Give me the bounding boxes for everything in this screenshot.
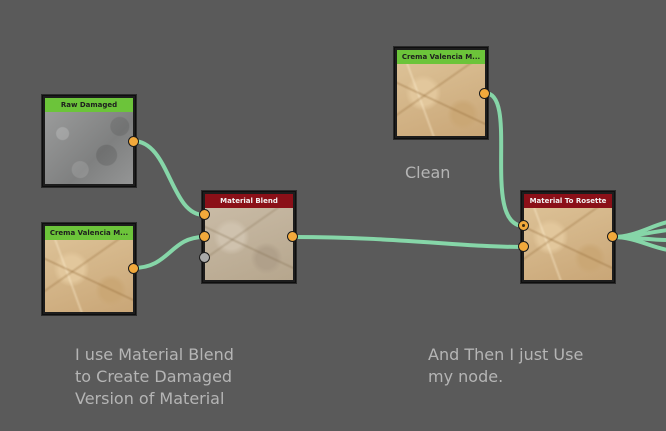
- node-preview-image: [524, 208, 612, 280]
- wire-crema-to-blend[interactable]: [131, 235, 206, 270]
- node-title: Material Blend: [205, 194, 293, 208]
- node-preview-image: [45, 112, 133, 184]
- node-material-to-rosette[interactable]: Material To Rosette: [521, 191, 615, 283]
- note-line: Version of Material: [75, 389, 225, 408]
- node-crema-valencia-top[interactable]: Crema Valencia M...: [394, 47, 488, 139]
- input-port-3[interactable]: [199, 252, 210, 263]
- output-port[interactable]: [128, 136, 139, 147]
- node-title: Raw Damaged: [45, 98, 133, 112]
- node-preview-image: [397, 64, 485, 136]
- wire-rosette-output[interactable]: [611, 235, 666, 252]
- node-preview-image: [45, 240, 133, 312]
- input-port-2[interactable]: [199, 231, 210, 242]
- node-title: Crema Valencia M...: [45, 226, 133, 240]
- note-line: I use Material Blend: [75, 345, 234, 364]
- output-port[interactable]: [287, 231, 298, 242]
- note-clean: Clean: [405, 163, 451, 182]
- node-preview-image: [205, 208, 293, 280]
- output-port[interactable]: [607, 231, 618, 242]
- input-port-1[interactable]: [518, 220, 529, 231]
- node-title: Crema Valencia M...: [397, 50, 485, 64]
- input-port-2[interactable]: [518, 241, 529, 252]
- node-raw-damaged[interactable]: Raw Damaged: [42, 95, 136, 187]
- wire-blend-to-rosette[interactable]: [291, 235, 526, 249]
- node-crema-valencia-left[interactable]: Crema Valencia M...: [42, 223, 136, 315]
- note-line: to Create Damaged: [75, 367, 233, 386]
- wire-crema-top-to-rosette[interactable]: [483, 91, 526, 228]
- note-blend-explanation: I use Material Blend to Create Damaged V…: [75, 344, 234, 410]
- input-port-1[interactable]: [199, 209, 210, 220]
- note-node-explanation: And Then I just Use my node.: [428, 344, 583, 388]
- node-material-blend[interactable]: Material Blend: [202, 191, 296, 283]
- note-line: my node.: [428, 367, 504, 386]
- output-port[interactable]: [479, 88, 490, 99]
- wire-raw-damaged-to-blend[interactable]: [131, 139, 206, 217]
- node-title: Material To Rosette: [524, 194, 612, 208]
- output-port[interactable]: [128, 263, 139, 274]
- note-line: And Then I just Use: [428, 345, 584, 364]
